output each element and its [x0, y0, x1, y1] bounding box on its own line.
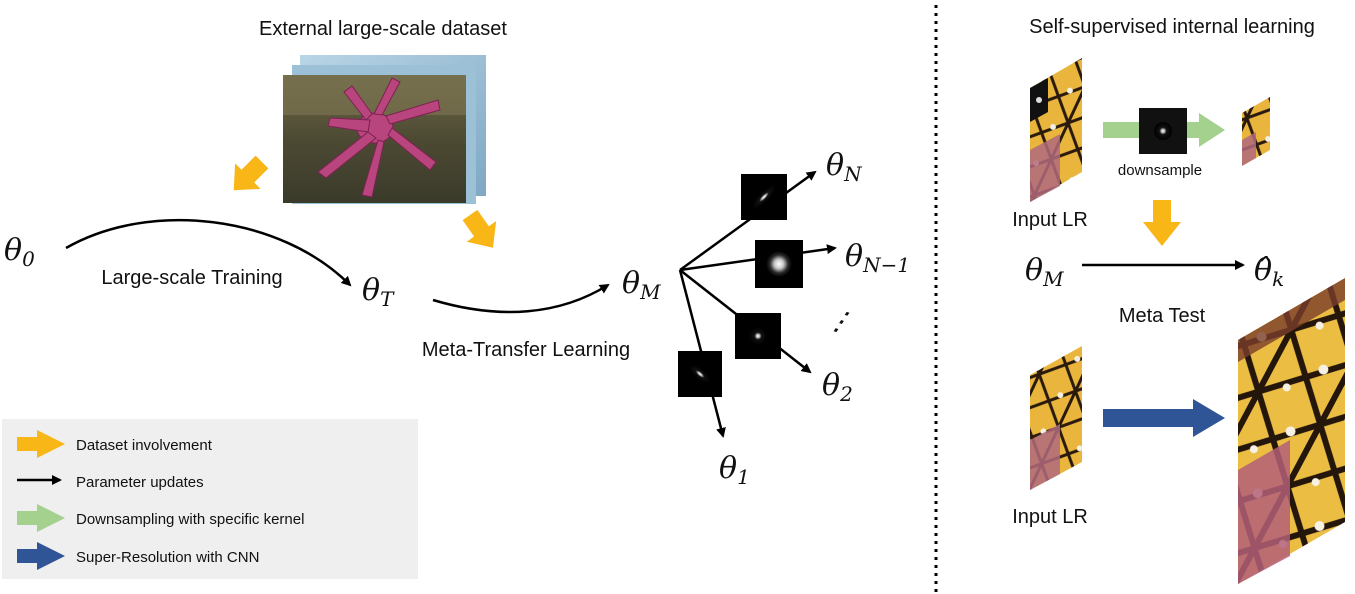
- meta-transfer-arrow: [432, 283, 610, 314]
- svg-text:θ1: θ1: [719, 451, 750, 489]
- theta-N: θN: [826, 148, 863, 186]
- svg-text:θT: θT: [362, 273, 395, 311]
- svg-text:θM: θM: [1025, 253, 1064, 291]
- svg-text:θN−1: θN−1: [845, 239, 910, 277]
- kernel-2-icon: [735, 313, 781, 359]
- dataset-arrow-to-meta-transfer: [462, 209, 497, 248]
- svg-text:θ̂k: θ̂k: [1254, 253, 1284, 291]
- large-scale-training-label: Large-scale Training: [101, 267, 282, 289]
- meta-transfer-label: Meta-Transfer Learning: [422, 339, 630, 361]
- theta-M-right: θM: [1025, 253, 1064, 291]
- butterfly-input-lr-bottom-icon: [1030, 346, 1082, 490]
- input-lr-bottom-label: Input LR: [1012, 506, 1088, 528]
- update-arrow-N: [679, 170, 817, 272]
- svg-text:θ2: θ2: [822, 368, 853, 406]
- svg-text:θN: θN: [826, 148, 863, 186]
- downsample-label: downsample: [1118, 162, 1202, 179]
- dataset-arrow-meta-test: [1143, 200, 1181, 246]
- legend-item-sr: Super-Resolution with CNN: [17, 542, 259, 570]
- internal-learning-title: Self-supervised internal learning: [1029, 16, 1315, 38]
- starfish-shape: [317, 77, 441, 198]
- large-scale-training-arrow: [65, 218, 352, 287]
- svg-text:Parameter updates: Parameter updates: [76, 474, 204, 491]
- ellipsis: ⋮: [821, 300, 859, 341]
- super-resolution-arrow: [1103, 399, 1225, 437]
- svg-text:Downsampling with specific ker: Downsampling with specific kernel: [76, 511, 304, 528]
- downsample-kernel-icon: [1139, 108, 1187, 154]
- theta-N-1: θN−1: [845, 239, 910, 277]
- legend: Dataset involvement Parameter updates Do…: [2, 419, 418, 579]
- theta-2: θ2: [822, 368, 853, 406]
- theta-0: θ0: [4, 233, 35, 271]
- butterfly-input-lr-top-icon: [1030, 58, 1082, 202]
- svg-text:θ0: θ0: [4, 233, 35, 271]
- butterfly-hr-output-icon: [1238, 278, 1345, 584]
- meta-test-label: Meta Test: [1119, 305, 1206, 327]
- kernel-N-1-icon: [755, 240, 803, 288]
- svg-text:θM: θM: [622, 266, 661, 304]
- kernel-1-icon: [678, 351, 722, 397]
- legend-item-parameter: Parameter updates: [17, 474, 204, 491]
- theta-M: θM: [622, 266, 661, 304]
- legend-item-dataset: Dataset involvement: [17, 430, 213, 458]
- dataset-arrow-to-theta0: [233, 155, 269, 191]
- theta-T: θT: [362, 273, 395, 311]
- butterfly-downsampled-icon: [1242, 97, 1270, 166]
- svg-text:Dataset involvement: Dataset involvement: [76, 437, 213, 454]
- theta-1: θ1: [719, 451, 750, 489]
- kernel-N-icon: [741, 174, 787, 220]
- legend-item-downsample: Downsampling with specific kernel: [17, 504, 304, 532]
- svg-text:Super-Resolution with CNN: Super-Resolution with CNN: [76, 549, 259, 566]
- input-lr-top-label: Input LR: [1012, 209, 1088, 231]
- external-dataset-title: External large-scale dataset: [259, 18, 507, 40]
- theta-hat-k: θ̂k: [1254, 253, 1284, 291]
- starfish-photo-stack-icon: [283, 55, 486, 204]
